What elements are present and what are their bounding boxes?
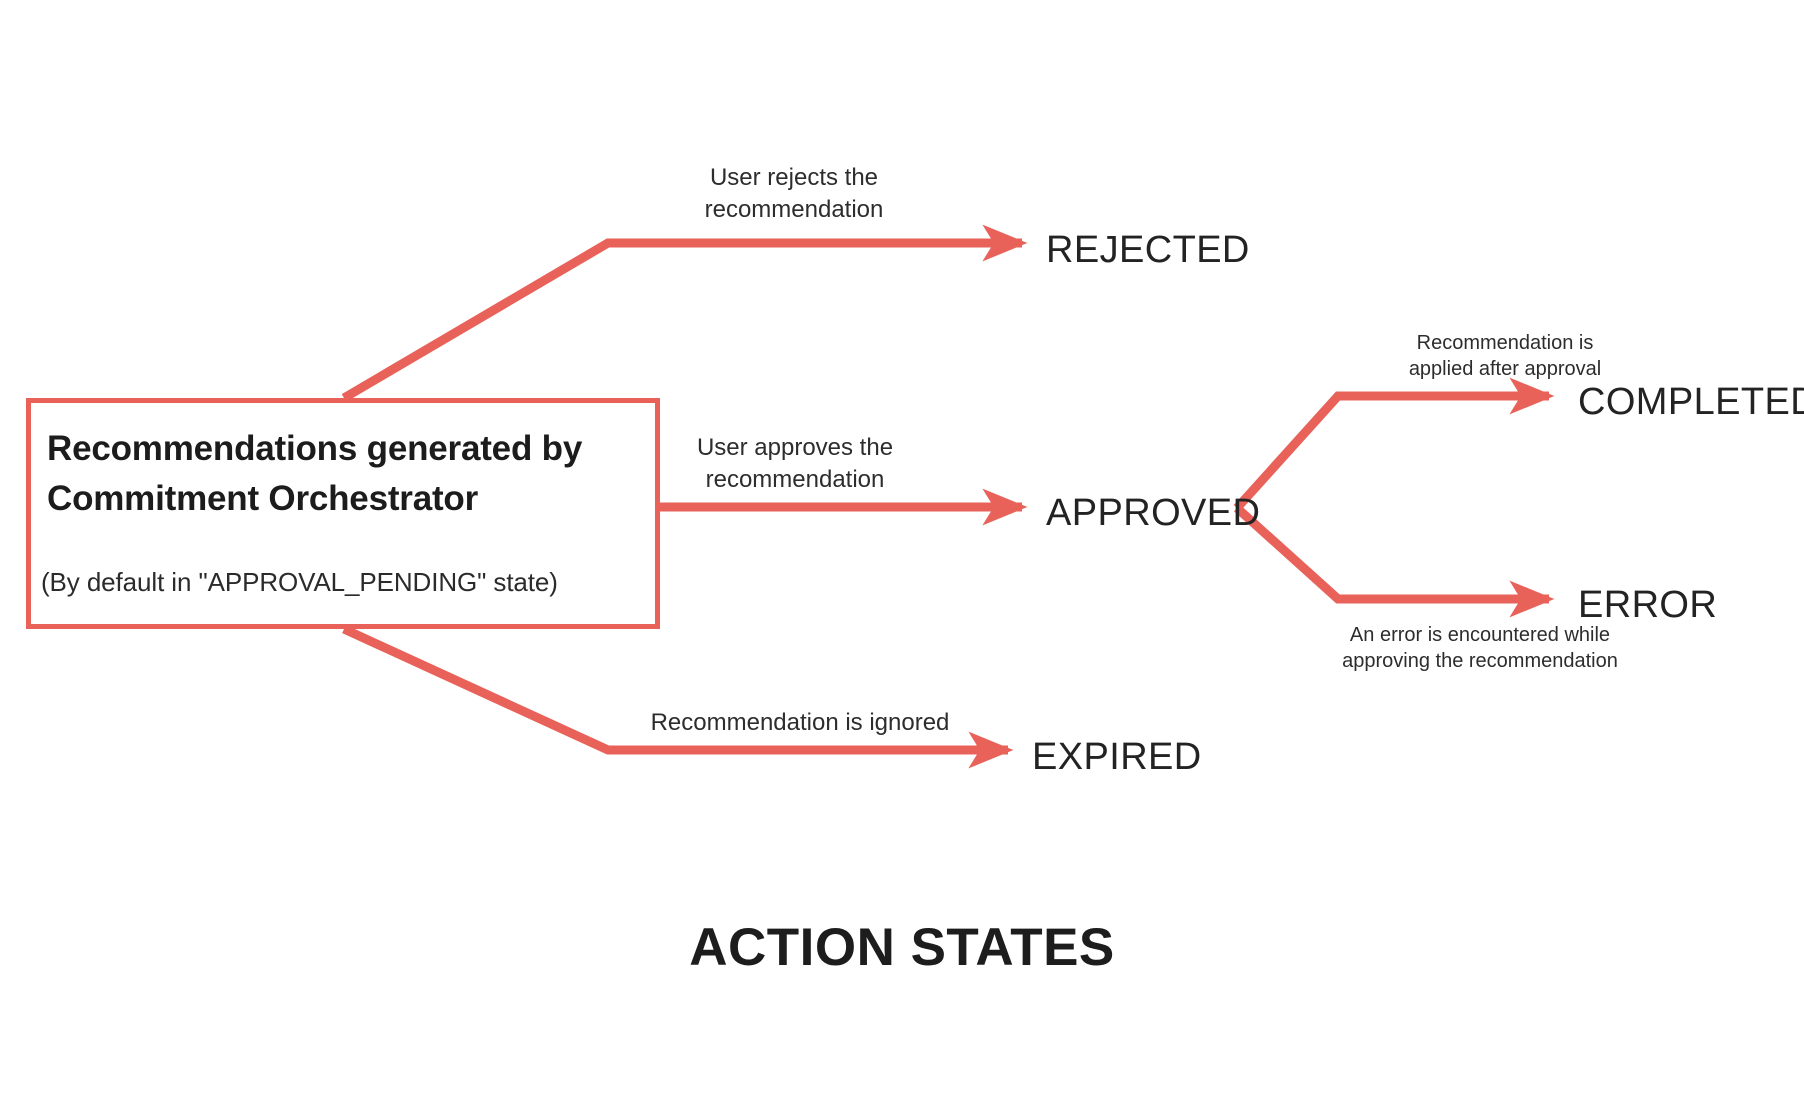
edge-to-completed <box>1233 377 1555 512</box>
state-node-completed: COMPLETED <box>1578 381 1804 423</box>
state-node-error: ERROR <box>1578 584 1718 626</box>
diagram-caption: ACTION STATES <box>689 918 1115 977</box>
edge-to-rejected <box>341 224 1028 402</box>
source-node-subtitle: (By default in "APPROVAL_PENDING" state) <box>41 567 558 597</box>
edge-label-to-expired: Recommendation is ignored <box>650 709 950 736</box>
state-node-approved: APPROVED <box>1046 492 1261 534</box>
edge-label-to-completed: Recommendation is applied after approval <box>1408 332 1602 381</box>
state-node-rejected: REJECTED <box>1046 229 1250 271</box>
source-node: Recommendations generated by Commitment … <box>26 398 660 629</box>
edge-label-to-rejected: User rejects the recommendation <box>704 164 884 223</box>
edge-label-to-approved: User approves the recommendation <box>696 434 894 493</box>
state-node-expired: EXPIRED <box>1032 736 1202 778</box>
edge-label-to-error: An error is encountered while approving … <box>1342 624 1618 673</box>
source-node-title: Recommendations generated by Commitment … <box>47 429 583 518</box>
edge-to-error <box>1233 504 1555 618</box>
